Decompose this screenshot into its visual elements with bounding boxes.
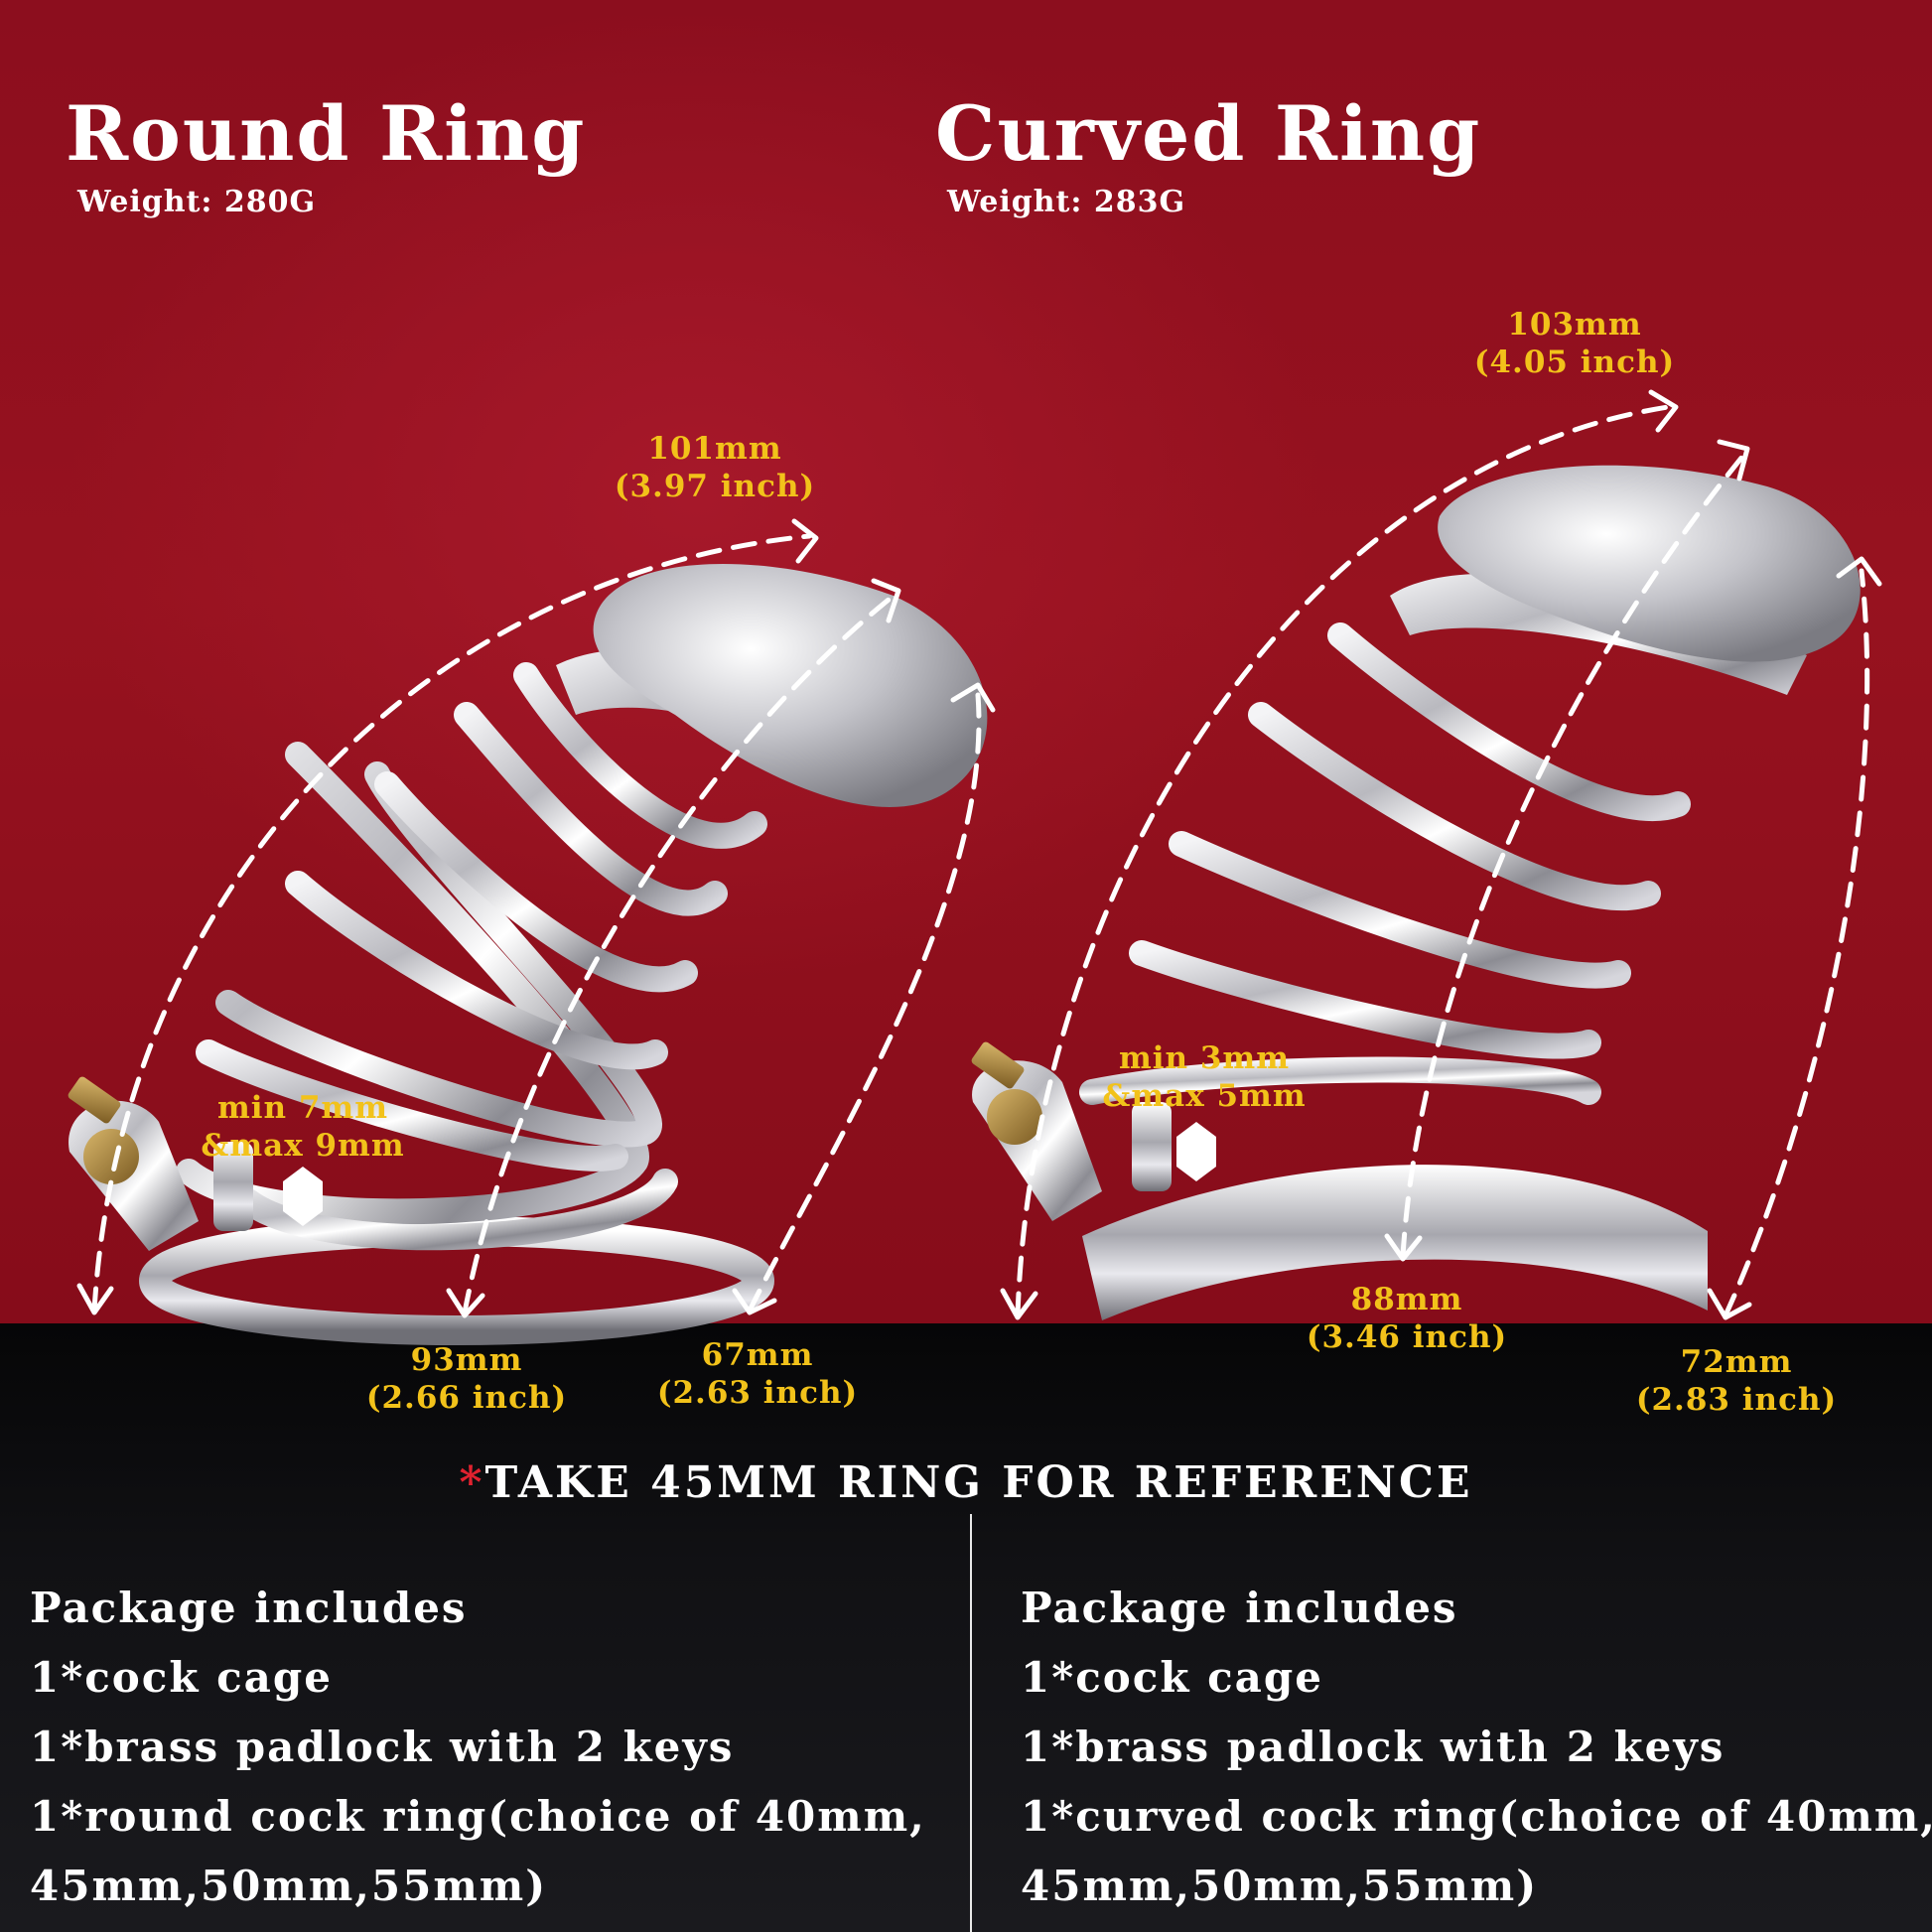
reference-note-text: TAKE 45MM RING FOR REFERENCE (484, 1457, 1473, 1508)
right-length-dimension: 88mm (3.46 inch) (1293, 1281, 1521, 1356)
arrow-left-front (747, 692, 982, 1313)
cage-cap (593, 563, 988, 807)
curved-ring-cage (971, 465, 1861, 1320)
round-ring-title: Round Ring (66, 89, 587, 178)
dim-inch: (3.97 inch) (614, 469, 816, 504)
arrow-left-length (462, 593, 897, 1315)
dim-mm: 88mm (1350, 1282, 1463, 1317)
dim-inch: (4.05 inch) (1473, 345, 1676, 380)
dim-mm: 93mm (410, 1342, 523, 1378)
hinge-post (1132, 1102, 1172, 1191)
hinge (69, 1100, 199, 1251)
cage-cap (1438, 465, 1861, 662)
dark-backdrop (0, 1323, 1932, 1932)
brand-logo-mark (1176, 1122, 1216, 1181)
dim-min: min 7mm (216, 1090, 389, 1126)
right-front-dimension: 72mm (2.83 inch) (1622, 1343, 1851, 1419)
right-thickness-dimension: min 3mm &max 5mm (1090, 1039, 1318, 1115)
curved-ring-title: Curved Ring (935, 89, 1482, 178)
dim-mm: 72mm (1680, 1344, 1793, 1380)
hinge-post (213, 1142, 253, 1231)
brass-padlock (83, 1129, 139, 1184)
dimension-arrows (91, 404, 1870, 1318)
left-arc-dimension: 101mm (3.97 inch) (596, 430, 834, 505)
package-item: 1*brass padlock with 2 keys (30, 1723, 735, 1771)
dim-max: &max 9mm (201, 1128, 405, 1164)
dim-inch: (3.46 inch) (1306, 1319, 1508, 1355)
right-arc-dimension: 103mm (4.05 inch) (1455, 306, 1694, 381)
asterisk: * (459, 1457, 485, 1508)
cage-rods (1079, 622, 1691, 1105)
right-package-list: Package includes 1*cock cage 1*brass pad… (1021, 1574, 1932, 1921)
arrow-right-length (1400, 454, 1745, 1259)
column-divider (970, 1514, 972, 1932)
package-item: 1*round cock ring(choice of 40mm, (30, 1792, 926, 1841)
left-front-dimension: 67mm (2.63 inch) (643, 1336, 872, 1412)
dim-mm: 67mm (701, 1337, 814, 1373)
package-heading: Package includes (30, 1584, 468, 1632)
dim-min: min 3mm (1118, 1040, 1291, 1076)
arrow-heads (76, 389, 1882, 1320)
left-package-list: Package includes 1*cock cage 1*brass pad… (30, 1574, 926, 1921)
package-item: 45mm,50mm,55mm) (1021, 1862, 1539, 1910)
curved-ring-weight: Weight: 283G (947, 185, 1186, 219)
dim-mm: 101mm (647, 431, 782, 467)
arrow-right-arc (1015, 404, 1671, 1318)
package-item: 45mm,50mm,55mm) (30, 1862, 548, 1910)
ribbed-neck (1390, 573, 1807, 695)
left-length-dimension: 93mm (2.66 inch) (352, 1341, 581, 1417)
curved-base-ring (1082, 1165, 1708, 1320)
package-item: 1*curved cock ring(choice of 40mm, (1021, 1792, 1932, 1841)
round-ring-cage (68, 563, 988, 1345)
arrow-right-front (1723, 568, 1870, 1318)
dim-mm: 103mm (1507, 307, 1642, 343)
package-item: 1*cock cage (30, 1653, 333, 1702)
package-item: 1*brass padlock with 2 keys (1021, 1723, 1725, 1771)
padlock-key (68, 1076, 121, 1124)
reference-note: *TAKE 45MM RING FOR REFERENCE (0, 1457, 1932, 1508)
arrow-left-arc (91, 533, 812, 1313)
package-heading: Package includes (1021, 1584, 1458, 1632)
brand-logo-mark (283, 1167, 323, 1226)
cage-rods (176, 662, 767, 1251)
package-item: 1*cock cage (1021, 1653, 1323, 1702)
left-thickness-dimension: min 7mm &max 9mm (189, 1089, 417, 1165)
padlock-key (971, 1041, 1025, 1089)
dim-max: &max 5mm (1102, 1078, 1307, 1114)
brass-padlock (987, 1089, 1042, 1145)
dim-inch: (2.63 inch) (656, 1375, 859, 1411)
round-ring-weight: Weight: 280G (77, 185, 317, 219)
dim-inch: (2.83 inch) (1635, 1382, 1838, 1418)
dim-inch: (2.66 inch) (365, 1380, 568, 1416)
